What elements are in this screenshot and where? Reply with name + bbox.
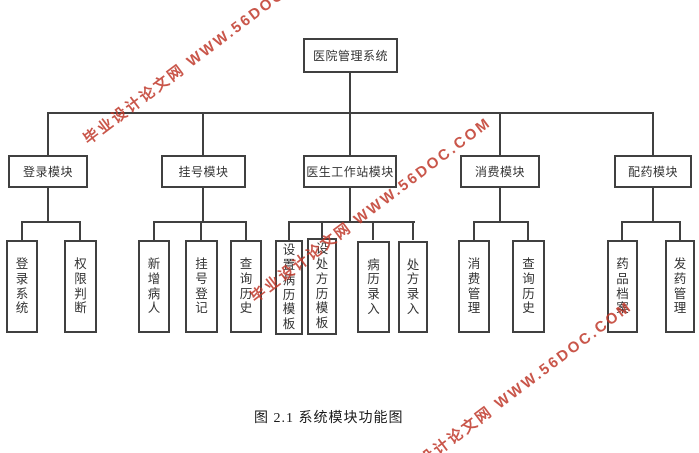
module-node-registration: 挂号模块 <box>161 155 246 188</box>
figure-caption: 图 2.1 系统模块功能图 <box>254 411 404 426</box>
connector-line <box>473 221 529 223</box>
leaf-label: 查询历史 <box>522 257 535 316</box>
connector-line <box>499 113 501 155</box>
connector-line <box>412 222 414 240</box>
leaf-node-drug-archives: 药品档案 <box>607 240 638 333</box>
module-node-dispensing: 配药模块 <box>614 155 692 188</box>
leaf-node-drug-issue-management: 发药管理 <box>665 240 695 333</box>
connector-line <box>349 113 351 155</box>
root-node: 医院管理系统 <box>303 38 398 73</box>
leaf-node-consumption-management: 消费管理 <box>458 240 490 333</box>
leaf-label: 新增病人 <box>147 257 161 316</box>
connector-line <box>349 188 351 222</box>
connector-line <box>21 222 23 240</box>
connector-line <box>349 73 351 113</box>
leaf-label: 发药管理 <box>673 257 687 316</box>
connector-line <box>202 113 204 155</box>
connector-line <box>47 188 49 222</box>
connector-line <box>200 222 202 240</box>
connector-line <box>679 222 681 240</box>
module-node-doctor-workstation: 医生工作站模块 <box>303 155 397 188</box>
leaf-label: 设处方历模板 <box>315 242 329 330</box>
connector-line <box>473 222 475 240</box>
leaf-label: 登录系统 <box>15 257 29 316</box>
leaf-label: 药品档案 <box>616 257 629 316</box>
leaf-node-permission-check: 权限判断 <box>64 240 97 333</box>
connector-line <box>21 221 81 223</box>
leaf-node-prescription-entry: 处方录入 <box>398 241 428 333</box>
connector-line <box>245 222 247 240</box>
leaf-label: 处方录入 <box>406 257 420 316</box>
leaf-node-add-patient: 新增病人 <box>138 240 170 333</box>
leaf-node-prescription-template: 设处方历模板 <box>307 238 337 335</box>
leaf-node-login-system: 登录系统 <box>6 240 38 333</box>
connector-line <box>288 221 415 223</box>
leaf-label: 设置病历模板 <box>282 243 296 331</box>
leaf-node-query-history-registration: 查询历史 <box>230 240 262 333</box>
leaf-label: 消费管理 <box>467 257 481 316</box>
connector-line <box>621 221 681 223</box>
connector-line <box>288 222 290 240</box>
connector-line <box>621 222 623 240</box>
connector-line <box>153 222 155 240</box>
connector-line <box>202 188 204 222</box>
connector-line <box>47 113 49 155</box>
leaf-label: 病历录入 <box>367 257 380 316</box>
connector-line <box>527 222 529 240</box>
module-node-login: 登录模块 <box>8 155 88 188</box>
connector-line <box>321 222 323 240</box>
connector-line <box>652 113 654 155</box>
connector-line <box>499 188 501 222</box>
leaf-node-register-entry: 挂号登记 <box>185 240 218 333</box>
leaf-node-record-template: 设置病历模板 <box>275 240 303 335</box>
connector-line <box>652 188 654 222</box>
leaf-node-record-entry: 病历录入 <box>357 241 390 333</box>
leaf-label: 挂号登记 <box>195 257 208 316</box>
connector-line <box>372 222 374 240</box>
connector-line <box>79 222 81 240</box>
leaf-label: 权限判断 <box>74 257 87 316</box>
module-node-consumption: 消费模块 <box>460 155 540 188</box>
leaf-node-query-history-consumption: 查询历史 <box>512 240 545 333</box>
leaf-label: 查询历史 <box>239 257 253 316</box>
